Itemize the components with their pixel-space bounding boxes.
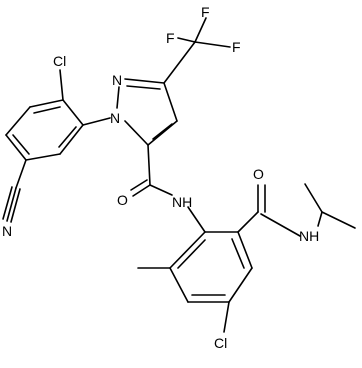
bond-amide2-ar [237,211,259,233]
bond-ipr-me1 [304,183,323,213]
bond-cn-triple-1 [6,187,17,222]
atom-nh-amide-1: NH [172,194,192,210]
atom-labels: F F F N N Cl N O NH O NH Cl [2,4,319,351]
bond-ar1-cl [59,69,64,101]
bond-amide1-cn [149,184,173,196]
bond-amide1-n-aryl [187,206,206,233]
bond-pyr-c5-c4 [147,120,178,146]
bond-ar1-d [5,134,27,161]
bond-ar1-f-inner [58,126,77,148]
bond-ipr-me2 [321,211,356,229]
bond-ar2-c [228,267,253,303]
bond-amide1-c5 [147,144,151,186]
atom-cl-bottom: Cl [214,335,227,351]
bond-cf3-f-left [177,37,196,43]
bonds [2,17,356,333]
bond-ar2-f [169,231,206,269]
bond-ar1-a [62,99,84,126]
bond-ar1-b [29,99,64,108]
bond-pyr-c3-n2-inner [126,85,161,90]
atom-o-amide-2: O [253,166,264,182]
bond-nh-ipr [317,211,323,227]
bond-ar1-b-inner [33,106,61,114]
atom-f-top: F [201,4,210,20]
bond-pyr-c4-c3 [163,82,178,122]
atom-n-pyrazole-2: N [112,72,122,88]
bond-pyr-n2-n1 [116,86,120,109]
bond-pyr-c3-n2 [124,78,165,84]
bond-ar2-f-inner [177,239,206,269]
bond-amide1-co [132,184,151,197]
bond-ar1-cn [15,159,27,189]
atom-f-right: F [232,39,241,55]
atom-n-pyrazole-1: N [110,110,120,126]
bond-n1-aryl [82,117,111,126]
bond-cf3-f-right [194,41,231,48]
bond-ar2-cl [223,301,230,333]
atom-nh-amide-2: NH [299,228,319,244]
atom-o-amide-1: O [117,192,128,208]
bond-pyr-c5-c4-inner [152,123,173,140]
atom-f-left: F [166,30,175,46]
bond-ar1-e [25,153,61,161]
bond-cn-triple-2 [2,186,13,220]
atom-cl-top: Cl [53,53,66,69]
bond-amide1-co-2 [130,179,148,191]
bond-ar1-c [5,106,31,136]
bond-ar2-b-inner [231,238,245,269]
bond-cf3-f-top [194,17,207,43]
bond-ar2-e [169,267,189,303]
bond-ar1-d-inner [12,134,30,155]
bond-ar2-b [237,231,253,269]
bond-ar1-f [59,124,84,155]
bond-cf3-pyrazole [163,41,196,84]
atom-n-nitrile: N [2,223,12,239]
bond-cn-triple-3 [10,188,21,223]
bond-amide2-cn [260,213,301,237]
bond-pyr-n1-c5 [124,120,149,146]
